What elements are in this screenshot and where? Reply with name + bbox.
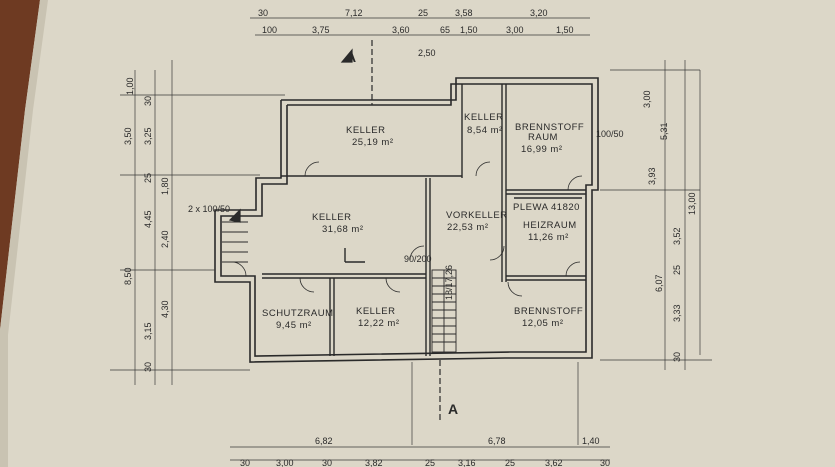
door-swings [231,161,583,297]
dim-top-30: 30 [258,8,268,18]
dim-right-13-00: 13,00 [687,192,697,215]
opening-label-double-window: 2 x 100/50 [188,204,230,214]
room-keller-4-area: 12,22 m² [358,318,400,329]
dim-right-5-31: 5,31 [659,122,669,140]
dim-top-3-20: 3,20 [530,8,548,18]
outer-walls [214,77,599,363]
dim-bottom-1-40: 1,40 [582,436,600,446]
room-brennstoffraum-name: BRENNSTOFF [515,122,584,133]
dim-bottom-6-82: 6,82 [315,436,333,446]
room-vorkeller-area: 22,53 m² [447,222,489,233]
dim-bottom-6-78: 6,78 [488,436,506,446]
dim-left-4-30: 4,30 [160,300,170,318]
dim-left-4-45: 4,45 [143,210,153,228]
dim-left-8-50: 8,50 [123,267,133,285]
room-plewa-name: PLEWA 41820 [513,202,580,213]
dim-right-3-52: 3,52 [672,227,682,245]
dim-left-1-80: 1,80 [160,177,170,195]
room-brennstoffraum-name2: RAUM [528,132,558,143]
dim-bottom-30b: 30 [322,458,332,467]
dim-right-25: 25 [672,265,682,275]
room-keller-2-area: 8,54 m² [467,125,503,136]
room-vorkeller-name: VORKELLER [446,210,508,221]
dim-top-25: 25 [418,8,428,18]
section-marks [228,40,441,420]
dim-left-25: 25 [143,173,153,183]
dim-right-3-93: 3,93 [647,167,657,185]
room-heizraum-name: HEIZRAUM [523,220,577,231]
room-brennstoff-area: 12,05 m² [522,318,564,329]
dim-top-65: 65 [440,25,450,35]
opening-label-stair: 18/17,26 [444,265,454,300]
dim-top-7-12: 7,12 [345,8,363,18]
dim-bottom-3-16: 3,16 [458,458,476,467]
room-brennstoff-name: BRENNSTOFF [514,306,583,317]
dim-top-3-00: 3,00 [506,25,524,35]
staircase [222,221,457,353]
room-brennstoffraum-area: 16,99 m² [521,144,563,155]
dim-bottom-25a: 25 [425,458,435,467]
dim-top-1-50b: 1,50 [556,25,574,35]
dim-left-2-40: 2,40 [160,230,170,248]
paper-shadow [0,0,48,467]
dim-bottom-25b: 25 [505,458,515,467]
dim-left-30b: 30 [143,362,153,372]
room-keller-2-name: KELLER [464,112,503,123]
dim-left-3-25: 3,25 [143,127,153,145]
dim-top-2-50: 2,50 [418,48,436,58]
room-heizraum-area: 11,26 m² [528,232,569,243]
inner-walls [262,84,586,356]
dimension-lines [110,17,712,461]
dim-bottom-3-00: 3,00 [276,458,294,467]
room-keller-3-name: KELLER [312,212,351,223]
dim-right-3-00: 3,00 [642,90,652,108]
opening-label-window: 100/50 [596,129,624,139]
dim-bottom-3-82: 3,82 [365,458,383,467]
dim-bottom-30a: 30 [240,458,250,467]
dim-top-3-60: 3,60 [392,25,410,35]
dim-left-3-50: 3,50 [123,127,133,145]
dim-top-1-50a: 1,50 [460,25,478,35]
opening-label-door: 90/200 [404,254,432,264]
dim-right-30: 30 [672,352,682,362]
dim-bottom-3-62: 3,62 [545,458,563,467]
section-mark-top: A [346,49,356,65]
room-keller-3-area: 31,68 m² [322,224,364,235]
dim-top-3-75: 3,75 [312,25,330,35]
room-keller-1-area: 25,19 m² [352,137,394,148]
dim-bottom-30c: 30 [600,458,610,467]
dim-right-3-33: 3,33 [672,304,682,322]
room-keller-4-name: KELLER [356,306,395,317]
section-mark-bottom: A [448,401,458,417]
dim-left-3-15: 3,15 [143,322,153,340]
room-schutzraum-area: 9,45 m² [276,320,312,331]
dim-top-3-58: 3,58 [455,8,473,18]
room-keller-1-name: KELLER [346,125,385,136]
dim-left-30a: 30 [143,96,153,106]
dim-right-6-07: 6,07 [654,274,664,292]
room-schutzraum-name: SCHUTZRAUM [262,308,334,319]
dim-left-1-00: 1,00 [125,77,135,95]
dim-top-100: 100 [262,25,277,35]
